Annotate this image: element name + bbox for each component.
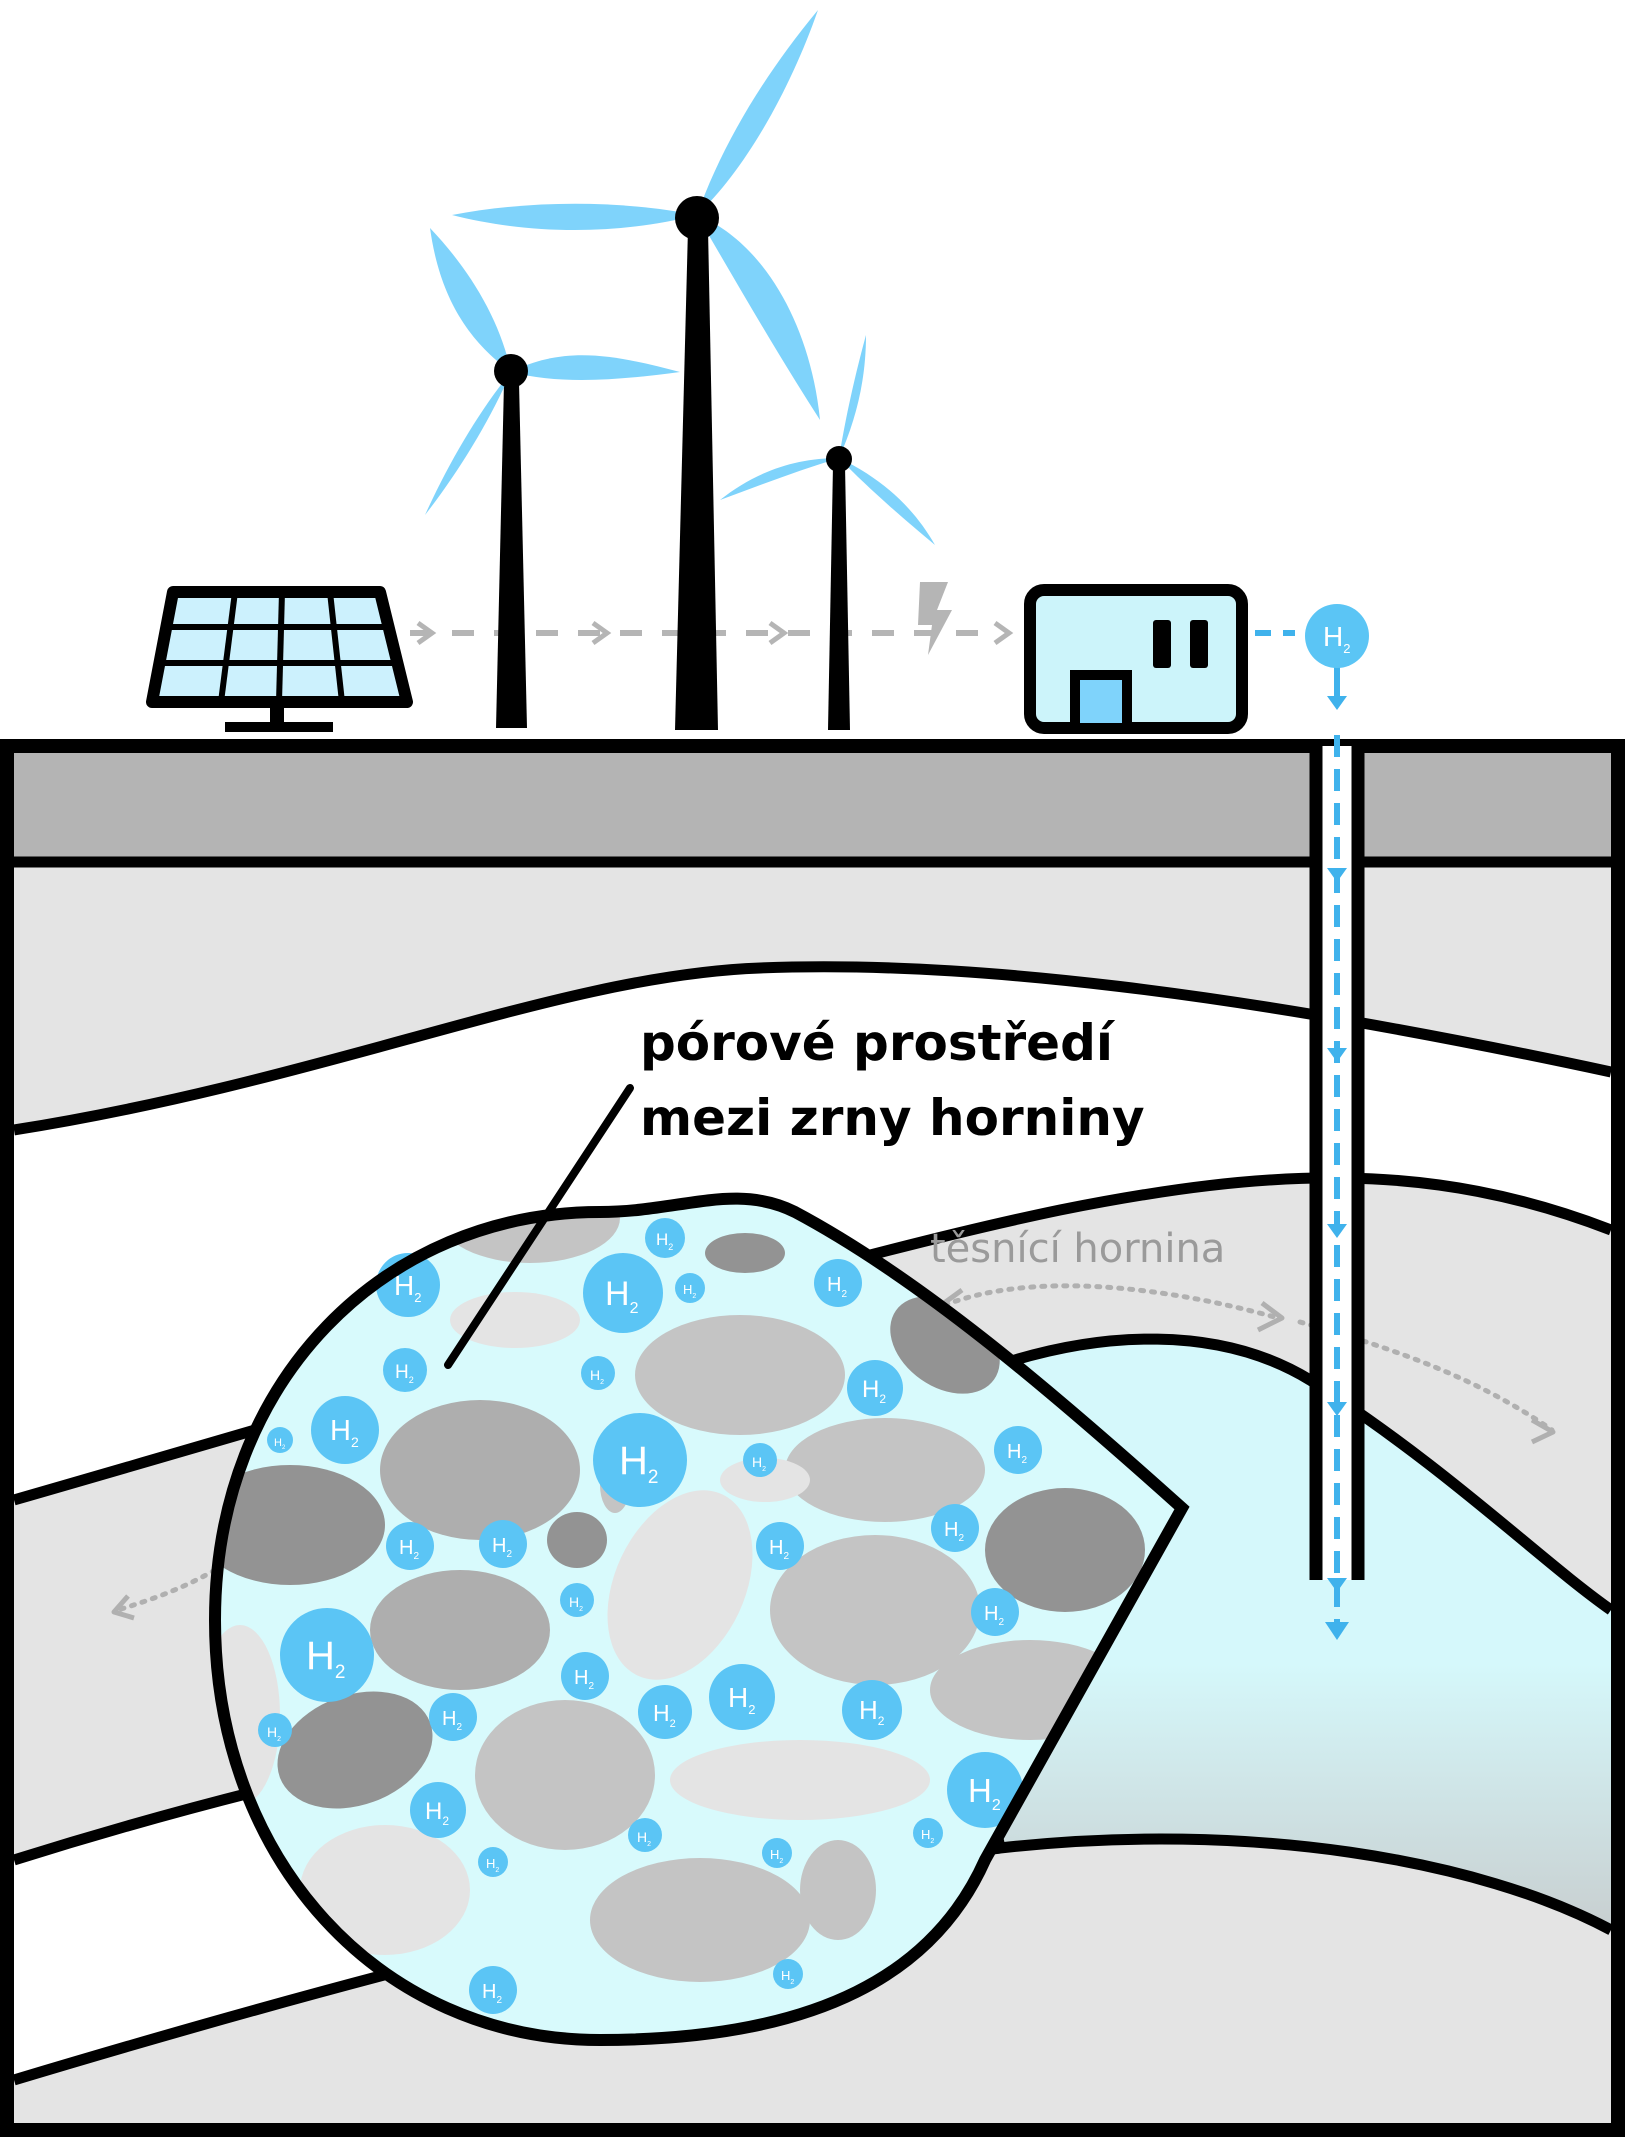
hydrogen-molecules: H2 H2 H2 H2 H2 H2 H2 H2 H2 H2 H2 H2 H2 H… <box>258 1218 1042 2014</box>
svg-text:H2: H2 <box>781 1968 794 1986</box>
lightning-bolt-icon <box>918 582 952 655</box>
svg-text:H2: H2 <box>862 1376 886 1406</box>
hydrogen-bubble-icon: H2 <box>311 1396 379 1464</box>
hydrogen-bubble-icon: H2 <box>479 1520 527 1568</box>
hydrogen-bubble-icon: H2 <box>410 1782 466 1838</box>
hydrogen-bubble-icon: H2 <box>561 1652 609 1700</box>
electrolyzer-building-icon <box>1024 584 1248 734</box>
wind-turbine-icon <box>425 228 680 728</box>
svg-text:H2: H2 <box>486 1856 499 1874</box>
svg-text:H2: H2 <box>274 1437 286 1451</box>
label-pointer-line <box>444 1084 634 1369</box>
magnifier-bubble-icon: H2 H2 H2 H2 H2 H2 H2 H2 H2 H2 H2 H2 H2 H… <box>208 1192 1190 2047</box>
surface-layer <box>14 753 1611 862</box>
hydrogen-bubble-icon: H2 <box>593 1413 687 1507</box>
hydrogen-bubble-icon: H2 <box>913 1818 943 1848</box>
svg-text:H2: H2 <box>984 1603 1004 1628</box>
hydrogen-bubble-icon: H2 <box>709 1664 775 1730</box>
hydrogen-bubble-icon: H2 <box>1305 604 1369 668</box>
svg-text:H2: H2 <box>267 1724 281 1743</box>
svg-text:H2: H2 <box>425 1798 449 1828</box>
injection-well-icon <box>1309 735 1365 1640</box>
svg-text:H2: H2 <box>637 1829 651 1848</box>
wind-turbine-icon <box>452 10 820 730</box>
hydrogen-bubble-icon: H2 <box>258 1713 292 1747</box>
hydrogen-bubble-icon: H2 <box>645 1218 685 1258</box>
svg-text:H2: H2 <box>1007 1441 1027 1466</box>
hydrogen-bubble-icon: H2 <box>478 1847 508 1877</box>
svg-text:H2: H2 <box>492 1535 512 1560</box>
pore-medium-label-line1: pórové prostředí <box>640 1014 1116 1072</box>
svg-text:H2: H2 <box>1323 621 1350 656</box>
hydrogen-bubble-icon: H2 <box>280 1608 374 1702</box>
svg-text:H2: H2 <box>574 1667 594 1692</box>
hydrogen-bubble-icon: H2 <box>931 1504 979 1552</box>
seal-rock-label: těsnící hornina <box>930 1226 1225 1272</box>
svg-text:H2: H2 <box>728 1682 755 1717</box>
svg-text:H2: H2 <box>619 1439 658 1488</box>
svg-text:H2: H2 <box>482 1981 502 2006</box>
seal-rock-migration-arrows <box>115 1283 1555 1613</box>
hydrogen-bubble-icon: H2 <box>429 1693 477 1741</box>
hydrogen-bubble-icon: H2 <box>267 1427 293 1453</box>
svg-text:H2: H2 <box>653 1700 676 1730</box>
svg-text:H2: H2 <box>442 1708 462 1733</box>
hydrogen-bubble-icon: H2 <box>756 1522 804 1570</box>
hydrogen-outflow: H2 <box>1255 604 1369 710</box>
svg-text:H2: H2 <box>827 1274 847 1300</box>
hydrogen-bubble-icon: H2 <box>947 1752 1023 1828</box>
pore-medium-label-line2: mezi zrny horniny <box>640 1089 1145 1147</box>
hydrogen-bubble-icon: H2 <box>581 1356 615 1390</box>
hydrogen-bubble-icon: H2 <box>847 1360 903 1416</box>
svg-text:H2: H2 <box>569 1594 583 1613</box>
hydrogen-bubble-icon: H2 <box>386 1522 434 1570</box>
svg-text:H2: H2 <box>944 1519 964 1544</box>
solar-panel-icon <box>146 586 413 732</box>
svg-text:H2: H2 <box>968 1772 1001 1814</box>
hydrogen-bubble-icon: H2 <box>842 1680 902 1740</box>
hydrogen-bubble-icon: H2 <box>814 1259 862 1307</box>
svg-text:H2: H2 <box>683 1282 696 1300</box>
hydrogen-bubble-icon: H2 <box>560 1583 594 1617</box>
svg-text:H2: H2 <box>394 1270 421 1305</box>
hydrogen-bubble-icon: H2 <box>469 1966 517 2014</box>
svg-text:H2: H2 <box>399 1537 419 1562</box>
svg-text:H2: H2 <box>395 1362 414 1385</box>
hydrogen-bubble-icon: H2 <box>762 1838 792 1868</box>
svg-text:H2: H2 <box>770 1847 783 1865</box>
svg-text:H2: H2 <box>752 1454 766 1473</box>
svg-text:H2: H2 <box>656 1230 673 1252</box>
hydrogen-bubble-icon: H2 <box>383 1348 427 1392</box>
svg-text:H2: H2 <box>306 1634 345 1683</box>
svg-text:H2: H2 <box>859 1695 885 1728</box>
hydrogen-bubble-icon: H2 <box>971 1588 1019 1636</box>
hydrogen-bubble-icon: H2 <box>628 1818 662 1852</box>
hydrogen-bubble-icon: H2 <box>773 1959 803 1989</box>
svg-text:H2: H2 <box>605 1275 639 1317</box>
magnifier-outline <box>208 1192 1190 2047</box>
svg-text:H2: H2 <box>590 1367 604 1386</box>
svg-text:H2: H2 <box>769 1537 789 1562</box>
hydrogen-bubble-icon: H2 <box>638 1685 692 1739</box>
hydrogen-bubble-icon: H2 <box>675 1273 705 1303</box>
svg-text:H2: H2 <box>921 1827 934 1845</box>
hydrogen-bubble-icon: H2 <box>743 1443 777 1477</box>
hydrogen-bubble-icon: H2 <box>994 1426 1042 1474</box>
strata-line-1 <box>14 961 1611 1136</box>
wind-turbine-icon <box>720 335 935 730</box>
svg-text:H2: H2 <box>330 1415 359 1450</box>
hydrogen-bubble-icon: H2 <box>583 1253 663 1333</box>
